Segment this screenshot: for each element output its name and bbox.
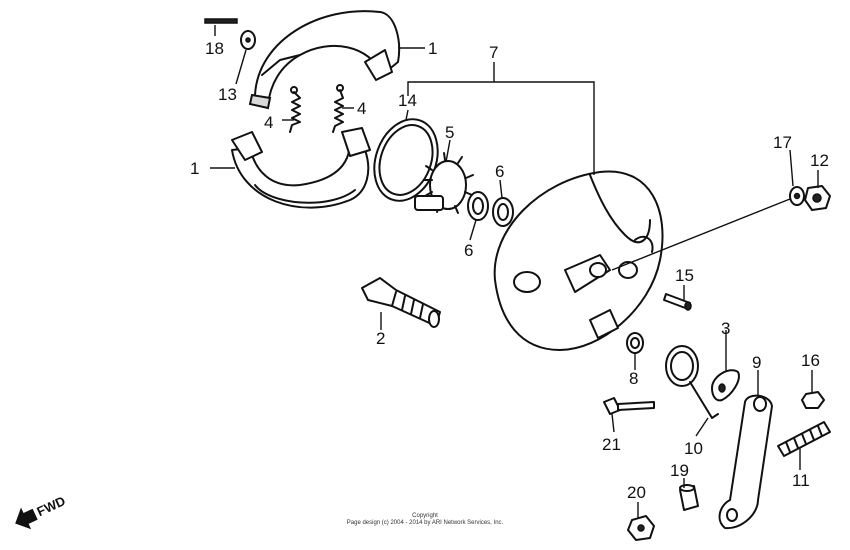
part-numbers: 1 1 2 3 4 4 5 6 6 7 8 9 10 11 12 13 14 1…	[190, 39, 829, 502]
washer-6-upper[interactable]	[492, 197, 514, 227]
label-16: 16	[801, 351, 820, 370]
brake-shoe-upper[interactable]	[248, 10, 401, 110]
copyright-notice: Copyright Page design (c) 2004 - 2014 by…	[300, 513, 550, 527]
return-spring-10[interactable]	[665, 345, 719, 419]
nut-16[interactable]	[801, 391, 825, 409]
label-21: 21	[602, 435, 621, 454]
washer-8[interactable]	[626, 332, 644, 354]
label-15: 15	[675, 266, 694, 285]
spring-left[interactable]	[289, 86, 301, 133]
label-4-right: 4	[357, 99, 366, 118]
nut-20[interactable]	[627, 515, 655, 541]
bolt-21[interactable]	[603, 397, 655, 415]
copyright-line-1: Copyright	[412, 513, 438, 519]
pin-18[interactable]	[204, 18, 238, 24]
indicator-plate-3[interactable]	[711, 369, 740, 402]
label-18: 18	[205, 39, 224, 58]
brake-panel-7[interactable]	[493, 170, 664, 351]
label-20: 20	[627, 483, 646, 502]
label-11: 11	[792, 471, 810, 490]
brake-shoe-lower[interactable]	[231, 127, 371, 209]
fwd-label: FWD	[34, 493, 67, 519]
label-12: 12	[810, 151, 829, 170]
label-6-lower: 6	[464, 241, 473, 260]
label-5: 5	[445, 123, 454, 142]
washer-6-lower[interactable]	[467, 191, 489, 221]
washer-17[interactable]	[789, 186, 805, 206]
label-17: 17	[773, 133, 792, 152]
copyright-line-2: Page design (c) 2004 - 2014 by ARI Netwo…	[346, 520, 504, 526]
label-3: 3	[721, 319, 730, 338]
collar-19[interactable]	[679, 484, 699, 511]
label-1-left: 1	[190, 159, 199, 178]
nut-12[interactable]	[804, 185, 831, 211]
label-6-upper: 6	[495, 162, 504, 181]
speedometer-gear-5[interactable]	[414, 152, 474, 214]
fwd-arrow-icon: FWD	[15, 493, 68, 530]
label-13: 13	[218, 85, 237, 104]
threaded-stud-11[interactable]	[777, 421, 831, 457]
label-4-left: 4	[264, 113, 273, 132]
leader-lines	[210, 25, 819, 518]
bolt-15[interactable]	[663, 293, 692, 311]
label-9: 9	[752, 353, 761, 372]
label-7: 7	[489, 43, 498, 62]
label-1-top: 1	[428, 39, 437, 58]
label-19: 19	[670, 461, 689, 480]
label-2: 2	[376, 329, 385, 348]
label-8: 8	[629, 369, 638, 388]
washer-13[interactable]	[240, 30, 256, 50]
brake-cam-2[interactable]	[361, 277, 441, 328]
label-14: 14	[398, 91, 417, 110]
label-10: 10	[684, 439, 703, 458]
spring-right[interactable]	[332, 84, 344, 133]
brake-arm-9[interactable]	[718, 394, 773, 530]
